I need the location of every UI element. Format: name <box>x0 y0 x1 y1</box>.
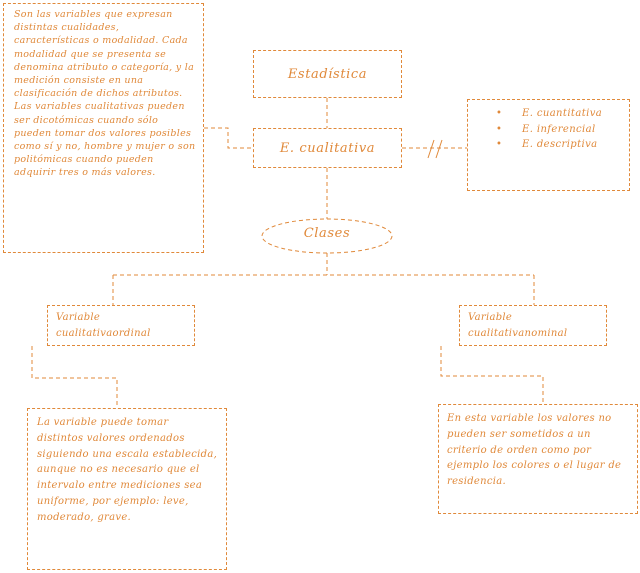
other-type-item: E. inferencial <box>472 122 625 138</box>
title-node: Estadística <box>253 50 402 98</box>
other-type-item: E. descriptiva <box>472 137 625 153</box>
ordinal-node: Variable cualitativaordinal <box>47 305 195 346</box>
classes-ellipse <box>261 218 393 254</box>
other-type-item: E. cuantitativa <box>472 106 625 122</box>
main-node: E. cualitativa <box>253 128 402 168</box>
main-node-label: E. cualitativa <box>279 140 376 156</box>
ordinal-description-box: La variable puede tomar distintos valore… <box>27 408 227 570</box>
ordinal-description: La variable puede tomar distintos valore… <box>37 417 218 523</box>
other-types-box: E. cuantitativa E. inferencial E. descri… <box>467 99 630 191</box>
definition-box: Son las variables que expresan distintas… <box>3 3 204 253</box>
nominal-label: Variable cualitativanominal <box>468 312 568 339</box>
title-node-label: Estadística <box>287 66 368 82</box>
ordinal-label: Variable cualitativaordinal <box>56 312 151 339</box>
nominal-description-box: En esta variable los valores no pueden s… <box>438 404 638 514</box>
slash-marks <box>427 139 443 159</box>
classes-label: Clases <box>303 226 351 241</box>
nominal-description: En esta variable los valores no pueden s… <box>447 413 622 488</box>
definition-text: Son las variables que expresan distintas… <box>14 9 196 179</box>
nominal-node: Variable cualitativanominal <box>459 305 607 346</box>
